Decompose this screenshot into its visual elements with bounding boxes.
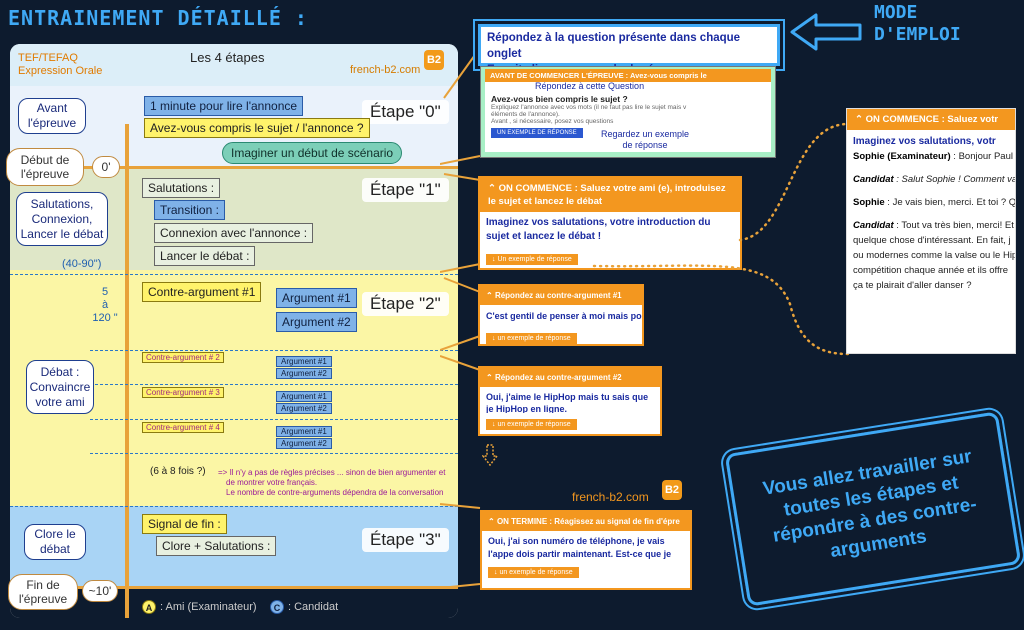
contre-argument-1: Contre-argument #1 [142,282,262,302]
timeline-line [125,124,129,618]
time-ten: ~10' [82,580,118,602]
card-commence: ⌃ ON COMMENCE : Saluez votre ami (e), in… [478,176,742,270]
card-avant-button[interactable]: UN EXEMPLE DE RÉPONSE [491,128,583,138]
divider-end [10,586,458,589]
argument-4-2: Argument #2 [276,438,332,449]
b2-logo-large-icon: B2 [662,480,682,500]
exam-name: TEF/TEFAQ Expression Orale [18,52,103,77]
time-zero: 0' [92,156,120,178]
etape-3: Étape "3" [362,528,449,552]
card-avant-question: Avez-vous bien compris le sujet ? [491,94,628,104]
step1-salutations: Salutations : [142,178,221,198]
phase-avant: Avant l'épreuve [18,98,86,134]
legend-c-icon: C [270,600,284,614]
hand-note-question: Répondez à cette Question [535,81,645,91]
phase-clore: Clore le débat [24,524,86,560]
dotted-connector [592,122,850,356]
repeat-count: (6 à 8 fois ?) [150,466,206,477]
legend-c-label: : Candidat [288,601,339,613]
card-avant: AVANT DE COMMENCER L'ÉPREUVE : Avez-vous… [480,66,776,158]
etape-2: Étape "2" [362,292,449,316]
card-termine-header[interactable]: ⌃ ON TERMINE : Réagissez au signal de fi… [482,512,690,531]
promo-box: Vous allez travailler sur toutes les éta… [724,411,1022,607]
step0-read: 1 minute pour lire l'annonce [144,96,304,116]
example-card: ⌃ ON COMMENCE : Saluez votr Imaginez vos… [846,108,1016,354]
argument-2-1: Argument #1 [276,356,332,367]
mode-emploi-title: MODE D'EMPLOI [874,2,961,45]
phase-debat: Débat : Convaincre votre ami [26,360,94,414]
example-card-title: Imaginez vos salutations, votr [853,136,996,147]
card-commence-button[interactable]: ↓ Un exemple de réponse [486,254,578,265]
card-contre-1-body: C'est gentil de penser à moi mais po [486,311,642,321]
card-contre-2-button[interactable]: ↓ un exemple de réponse [486,419,577,430]
arrow-left-icon [790,13,862,51]
connector-lines [440,47,481,589]
example-dialogue: Sophie (Examinateur) : Bonjour Paul Cand… [853,151,1016,291]
argument-3-1: Argument #1 [276,391,332,402]
duration-step1: (40-90") [62,258,102,270]
step3-signal: Signal de fin : [142,514,227,534]
example-card-header[interactable]: ⌃ ON COMMENCE : Saluez votr [847,109,1015,130]
card-contre-2-body: Oui, j'aime le HipHop mais tu sais que j… [486,392,649,413]
legend-a-label: : Ami (Examinateur) [160,601,257,613]
brand-link[interactable]: french-b2.com [350,64,421,76]
instructions-box: Répondez à la question présente dans cha… [478,24,780,76]
phase-debut: Début de l'épreuve [6,148,84,186]
step1-lancer: Lancer le débat : [154,246,256,266]
down-arrow-icon [482,444,498,466]
argument-2-2: Argument #2 [276,368,332,379]
step3-clore: Clore + Salutations : [156,536,277,556]
contre-argument-4: Contre-argument # 4 [142,422,224,433]
contre-argument-2: Contre-argument # 2 [142,352,224,363]
contre-argument-3: Contre-argument # 3 [142,387,224,398]
card-contre-2: ⌃ Répondez au contre-argument #2 Oui, j'… [478,366,662,436]
card-commence-body: Imaginez vos salutations, votre introduc… [486,217,711,242]
step1-connexion: Connexion avec l'annonce : [154,223,314,243]
card-commence-header[interactable]: ⌃ ON COMMENCE : Saluez votre ami (e), in… [480,178,740,212]
divider-start [10,166,458,169]
argument-3-2: Argument #2 [276,403,332,414]
etape-1: Étape "1" [362,178,449,202]
step0-imagine: Imaginer un début de scénario [222,142,403,164]
hand-note-example: Regardez un exemple de réponse [600,129,690,150]
card-contre-1: ⌃ Répondez au contre-argument #1 C'est g… [478,284,644,346]
card-avant-header[interactable]: AVANT DE COMMENCER L'ÉPREUVE : Avez-vous… [485,69,771,82]
panel-heading: Les 4 étapes [190,50,265,65]
card-termine-button[interactable]: ↓ un exemple de réponse [488,567,579,578]
card-contre-1-button[interactable]: ↓ un exemple de réponse [486,333,577,344]
brand-link-large[interactable]: french-b2.com [572,490,649,504]
argument-1: Argument #1 [276,288,357,308]
steps-panel: TEF/TEFAQ Expression Orale Les 4 étapes … [10,44,458,618]
argument-2: Argument #2 [276,312,357,332]
legend-a-icon: A [142,600,156,614]
card-contre-2-header[interactable]: ⌃ Répondez au contre-argument #2 [480,368,660,387]
b2-logo-icon: B2 [424,50,444,70]
card-contre-1-header[interactable]: ⌃ Répondez au contre-argument #1 [480,286,642,305]
rule-note: => Il n'y a pas de règles précises ... s… [218,468,446,497]
step0-understood: Avez-vous compris le sujet / l'annonce ? [144,118,370,138]
phase-salutations: Salutations, Connexion, Lancer le débat [16,192,108,246]
step1-transition: Transition : [154,200,225,220]
page-title: ENTRAINEMENT DÉTAILLÉ : [8,6,308,30]
argument-4-1: Argument #1 [276,426,332,437]
phase-fin: Fin de l'épreuve [8,574,78,610]
card-termine-body: Oui, j'ai son numéro de téléphone, je va… [488,536,672,559]
etape-0: Étape "0" [362,100,449,124]
card-termine: ⌃ ON TERMINE : Réagissez au signal de fi… [480,510,692,590]
